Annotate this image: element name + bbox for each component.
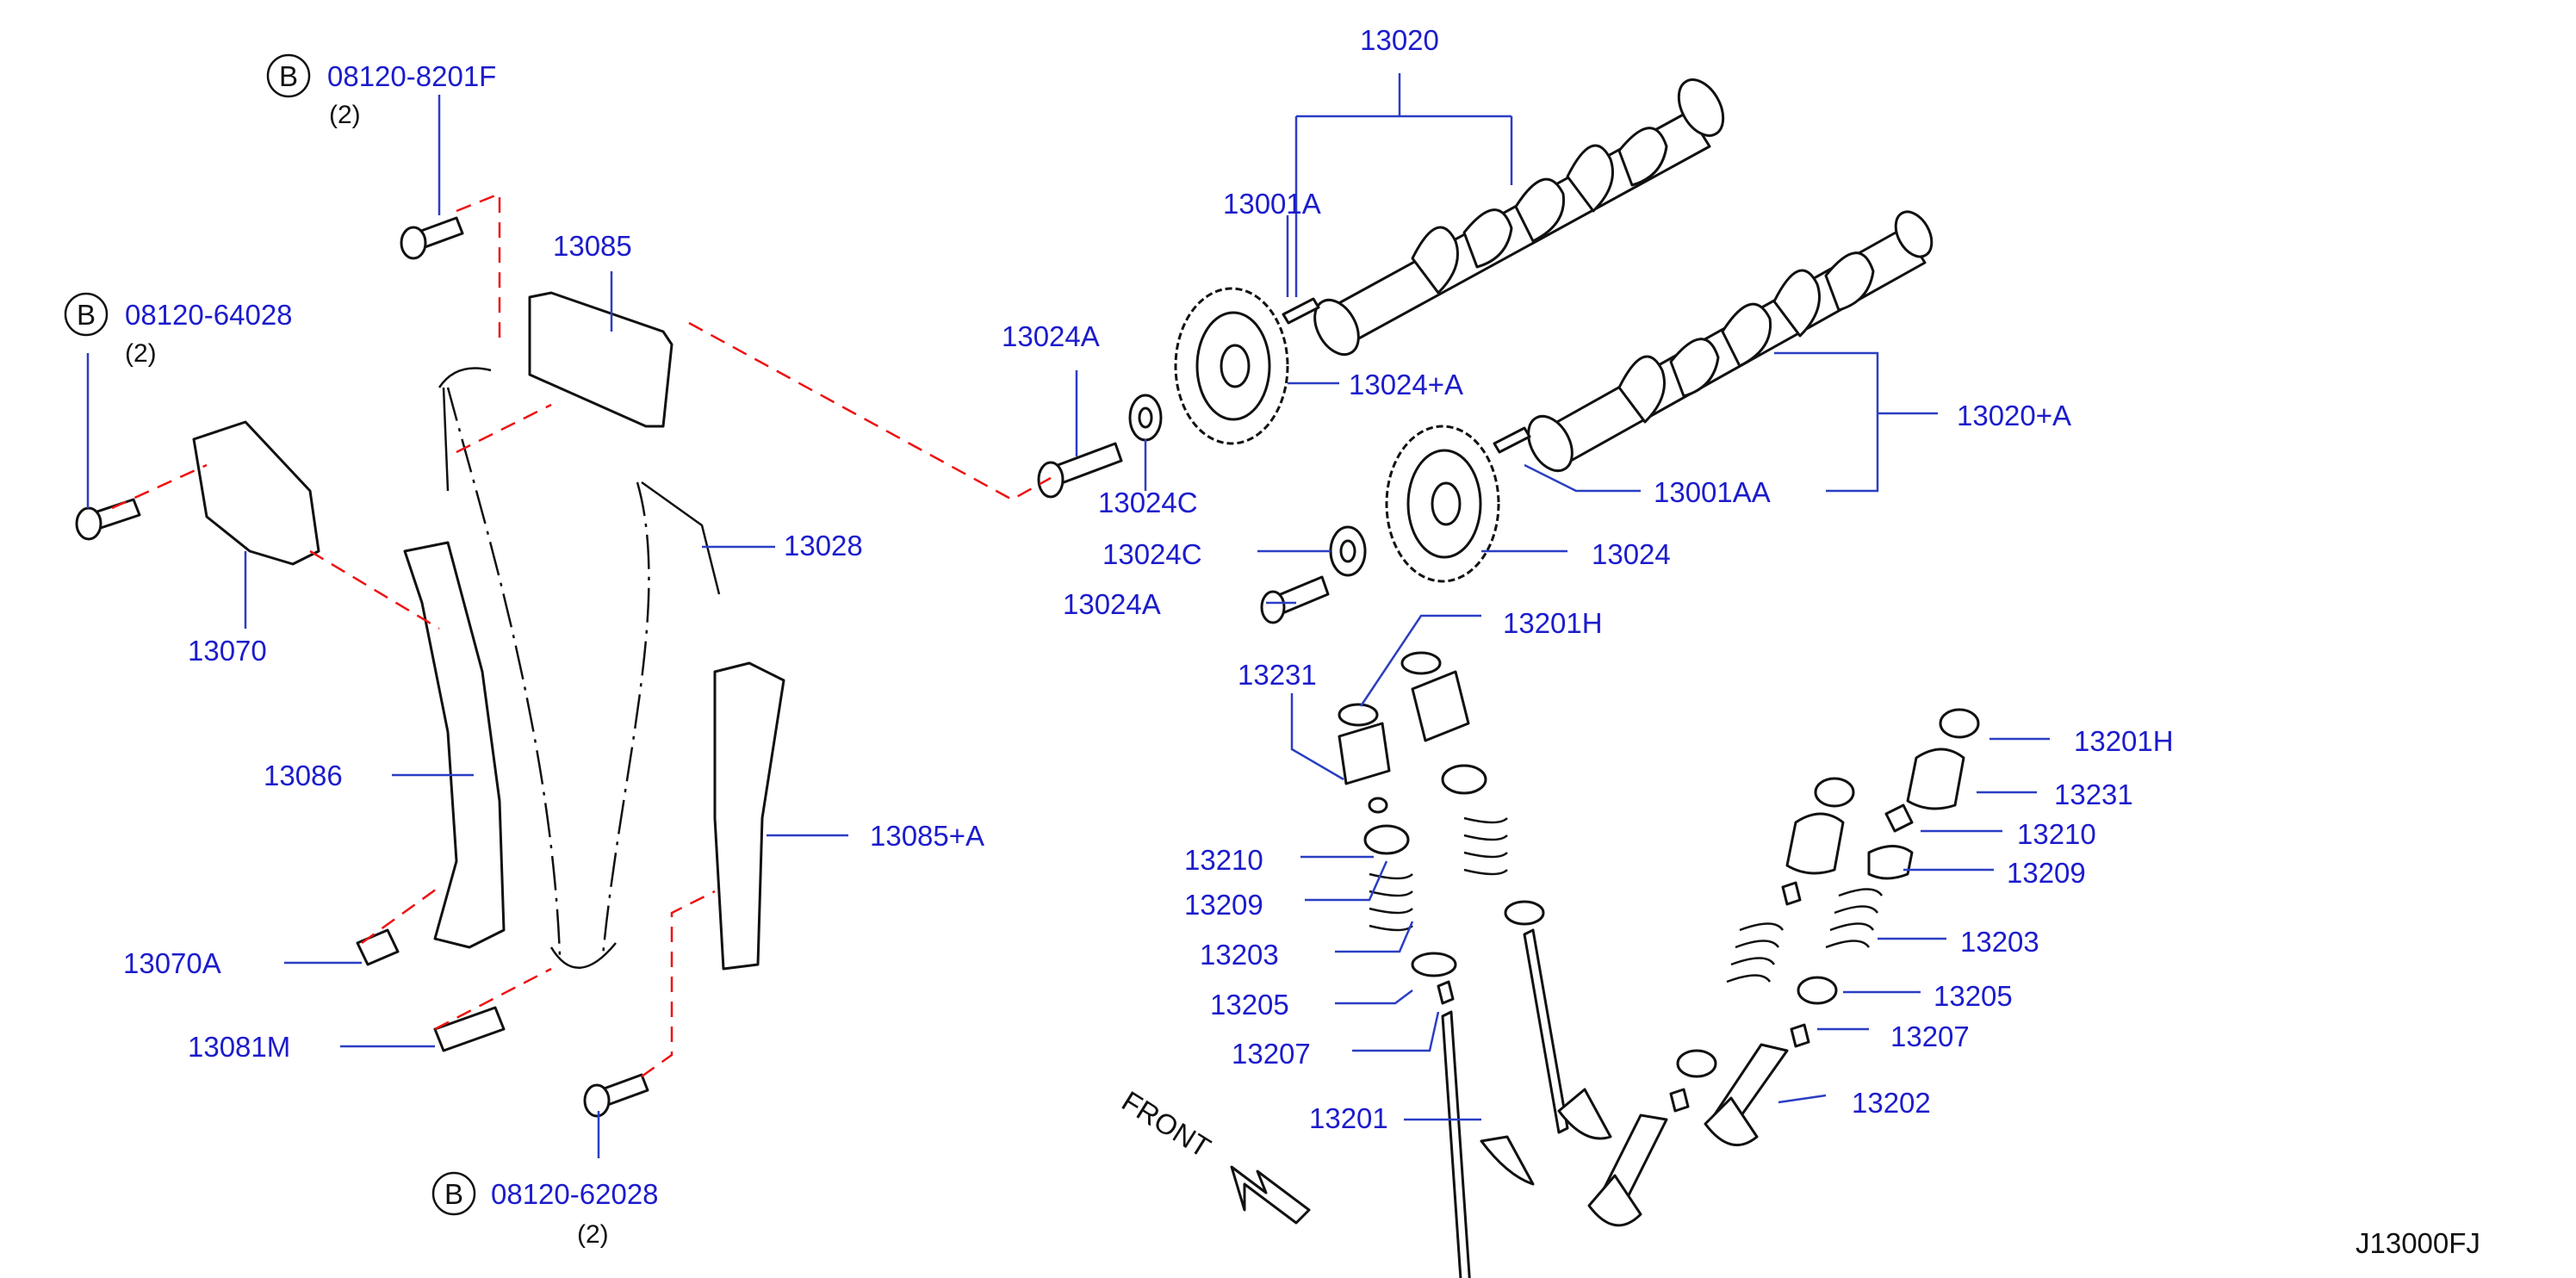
label-13070[interactable]: 13070	[188, 635, 267, 667]
label-13209-left[interactable]: 13209	[1184, 889, 1263, 921]
label-13085plusA[interactable]: 13085+A	[870, 820, 984, 852]
label-13202[interactable]: 13202	[1852, 1087, 1931, 1119]
label-13210-left[interactable]: 13210	[1184, 844, 1263, 876]
camshaft-upper	[1313, 78, 1725, 357]
label-13024C-top[interactable]: 13024C	[1098, 487, 1198, 518]
label-bolt-08120-8201F[interactable]: 08120-8201F	[327, 60, 496, 92]
chain-tensioner	[192, 420, 320, 566]
chain-guide-top	[528, 291, 673, 428]
label-13201H-right[interactable]: 13201H	[2074, 725, 2174, 757]
cam-bolt-lower	[1260, 575, 1330, 624]
label-13020plusA[interactable]: 13020+A	[1957, 400, 2071, 431]
label-13086[interactable]: 13086	[264, 760, 343, 791]
dowel-pin-lower	[1493, 426, 1531, 454]
label-13207-right[interactable]: 13207	[1890, 1021, 1970, 1052]
tension-guide	[713, 661, 785, 971]
label-13201H-left[interactable]: 13201H	[1503, 607, 1603, 639]
valve-group-left	[1338, 703, 1535, 1278]
bolt-badge-2: B	[64, 292, 109, 337]
pivot-pin	[356, 928, 400, 966]
front-label: FRONT	[1116, 1085, 1216, 1164]
svg-text:B: B	[77, 299, 96, 331]
dowel-pin-upper	[1282, 297, 1320, 325]
qty-bolt-2: (2)	[125, 339, 157, 368]
label-13203-left[interactable]: 13203	[1200, 939, 1279, 971]
valve-group-right	[1704, 708, 1980, 1146]
mounting-bolt-left-head	[75, 506, 102, 541]
drawing-code: J13000FJ	[2356, 1227, 2480, 1259]
label-13085[interactable]: 13085	[553, 230, 632, 262]
label-13207-left[interactable]: 13207	[1232, 1038, 1311, 1070]
label-13024[interactable]: 13024	[1592, 538, 1671, 570]
bolt-badge-1: B	[266, 53, 311, 98]
slack-guide	[403, 541, 506, 949]
label-13210-right[interactable]: 13210	[2017, 818, 2096, 850]
label-13001AA[interactable]: 13001AA	[1654, 476, 1771, 508]
leader-lines	[86, 73, 2050, 1158]
label-13070A[interactable]: 13070A	[123, 947, 221, 979]
svg-text:B: B	[279, 60, 298, 92]
label-13001A[interactable]: 13001A	[1223, 188, 1321, 220]
qty-bolt-3: (2)	[577, 1220, 609, 1249]
mounting-bolt-bottom-head	[583, 1083, 611, 1118]
bolt-badge-3: B	[431, 1171, 476, 1216]
sprocket-upper	[1174, 287, 1289, 445]
label-13020[interactable]: 13020	[1360, 24, 1439, 56]
front-arrow-icon	[1230, 1165, 1311, 1225]
assembly-lines	[111, 192, 1052, 1078]
label-13231-right[interactable]: 13231	[2054, 779, 2133, 810]
oil-jet	[433, 1006, 506, 1052]
label-13205-left[interactable]: 13205	[1210, 989, 1289, 1021]
label-13024A-mid[interactable]: 13024A	[1063, 588, 1161, 620]
label-13209-right[interactable]: 13209	[2007, 857, 2086, 889]
valve-group-far-left	[1587, 777, 1855, 1227]
washer-upper	[1128, 394, 1163, 442]
valve-group-center	[1400, 651, 1612, 1140]
label-13081M[interactable]: 13081M	[188, 1031, 290, 1063]
cam-bolt-upper	[1037, 442, 1123, 499]
svg-text:B: B	[444, 1178, 463, 1210]
label-13024A-top[interactable]: 13024A	[1002, 320, 1100, 352]
label-13028[interactable]: 13028	[784, 530, 863, 561]
sprocket-lower	[1385, 425, 1500, 583]
label-13024C-mid[interactable]: 13024C	[1102, 538, 1202, 570]
qty-bolt-1: (2)	[329, 101, 361, 129]
camshaft-lower	[1527, 210, 1934, 473]
label-13203-right[interactable]: 13203	[1960, 926, 2039, 958]
label-13205-right[interactable]: 13205	[1934, 980, 2013, 1012]
washer-lower	[1329, 525, 1367, 577]
label-bolt-08120-64028[interactable]: 08120-64028	[125, 299, 293, 331]
label-bolt-08120-62028[interactable]: 08120-62028	[491, 1178, 659, 1210]
label-13201[interactable]: 13201	[1309, 1102, 1388, 1134]
label-13231-left[interactable]: 13231	[1238, 659, 1317, 691]
label-13024plusA[interactable]: 13024+A	[1349, 369, 1463, 400]
mounting-bolt-top-head	[400, 226, 427, 260]
